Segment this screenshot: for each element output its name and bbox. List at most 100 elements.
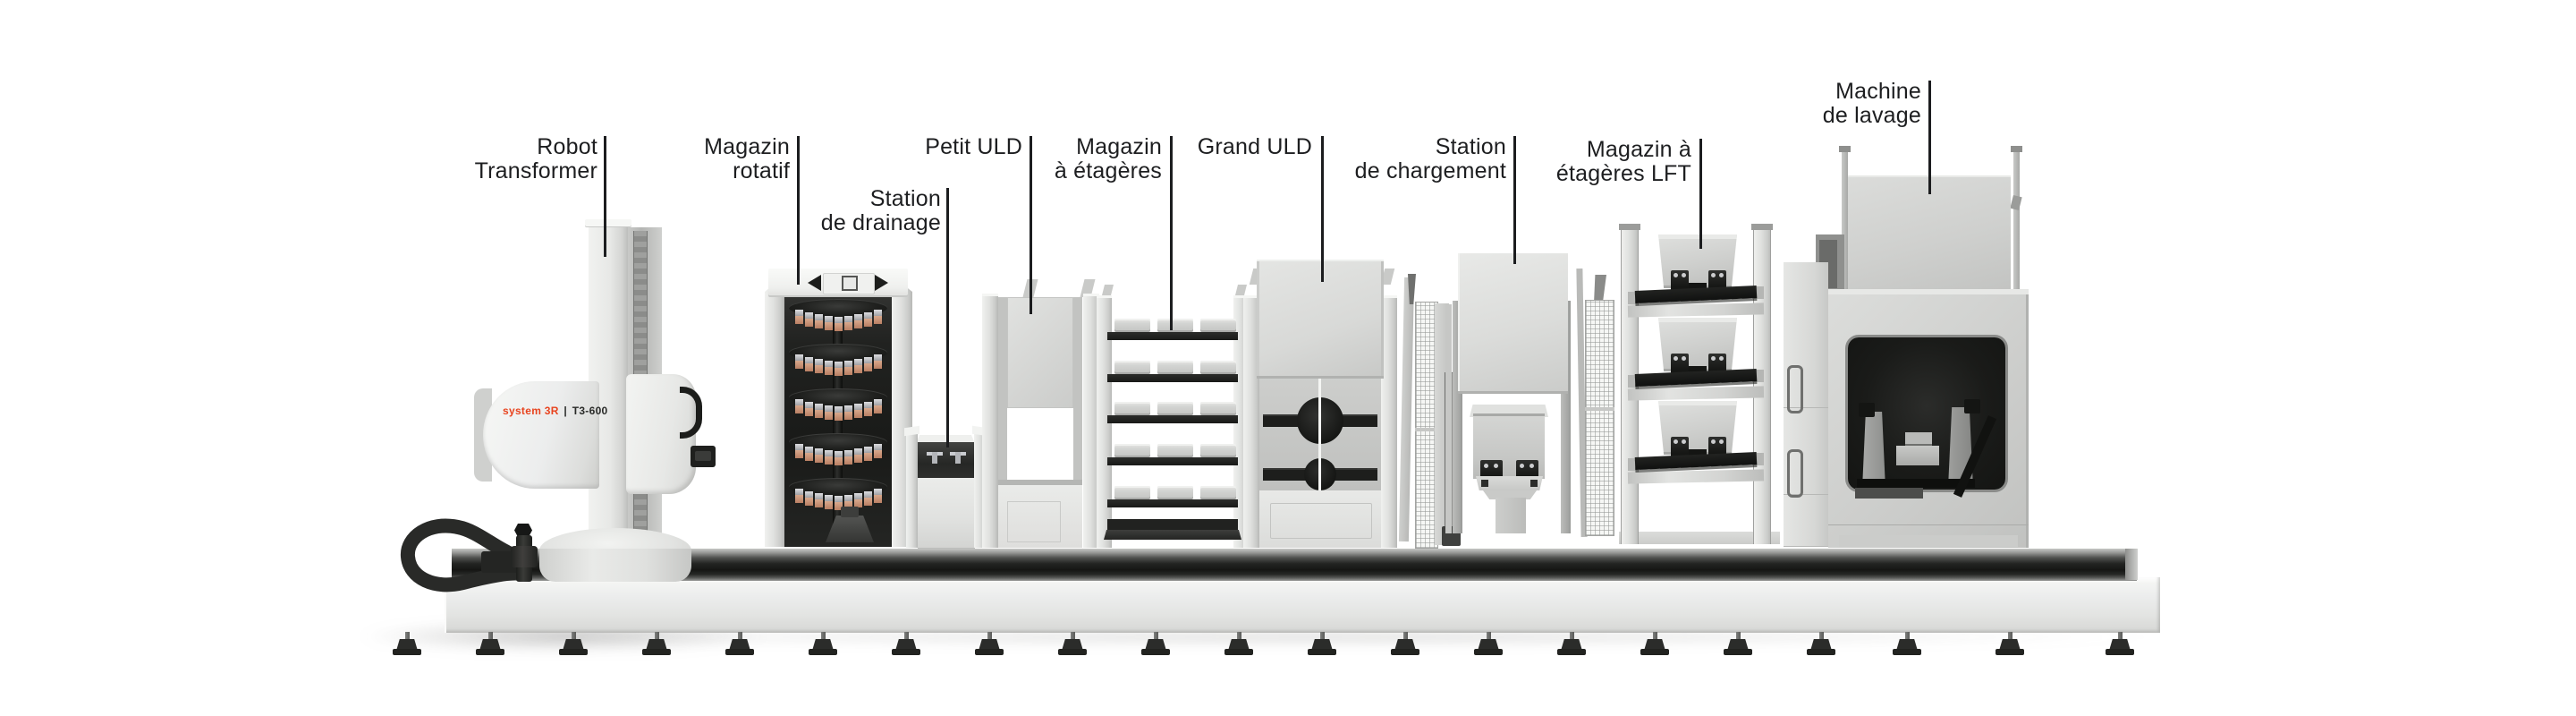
electrode-holder [804,312,813,327]
label-magazin-etageres: Magazin à étagères [1054,134,1162,183]
petit-uld-lower-inset [1007,501,1061,542]
lft-plate-bracket [1628,292,1637,304]
electrode-holder [824,495,833,509]
label-station-drainage: Station de drainage [820,186,941,235]
rotatif-disc [789,299,887,317]
electrode-holder [843,361,852,375]
drainage-fitting-stem [932,452,937,464]
rotatif-center-switch [842,276,858,291]
grand-uld-post-right [1381,295,1397,548]
lavage-fixture-bracket [1862,412,1885,489]
leveling-foot-stem [1653,632,1657,643]
electrode-holder [834,496,843,510]
leveling-foot-pad [1996,649,2024,655]
electrode-holder [834,362,843,376]
electrode-holder [863,357,872,371]
electrode-holder [814,493,823,507]
leveling-foot-pad [1474,649,1503,655]
leveling-foot-stem [655,632,659,643]
drainage-front [918,478,975,548]
robot-logo-separator: | [564,405,568,417]
robot-arm [483,381,599,489]
etageres-tray [1114,319,1150,332]
robot-logo-brand: system 3R [503,405,559,417]
grand-uld-post-left [1243,295,1259,548]
etageres-tray [1200,486,1236,499]
leveling-foot-pad [1640,649,1669,655]
electrode-holder [794,354,803,369]
rotatif-disc [789,388,887,406]
leveling-foot-pad [1557,649,1586,655]
electrode-holder [824,405,833,420]
lavage-side-cabinet [1784,262,1828,547]
etageres-shelf [1107,374,1238,382]
lft-support-beam [1627,469,1765,484]
leveling-foot [1394,639,1416,651]
lft-clamp [1671,354,1689,377]
lavage-lid-post-cap [2011,146,2022,152]
etageres-tray [1157,486,1193,499]
linear-rail [452,548,2137,581]
electrode-holder [794,310,803,324]
leveling-foot-pad [393,649,421,655]
robot-hook [680,387,702,439]
electrode-holder [863,402,872,416]
robot-column-cap [585,219,631,226]
etageres-tray [1157,444,1193,457]
electrode-holder [873,399,882,413]
leveling-foot-stem [1570,632,1574,643]
lavage-lid-post [2013,150,2020,295]
etageres-tray [1157,402,1193,415]
leveling-foot-pad [1807,649,1835,655]
callout-line-magazin-rotatif [797,136,800,285]
etageres-tray [1200,361,1236,374]
leveling-foot-pad [2106,649,2134,655]
electrode-holder [843,450,852,465]
chargement-pedestal [1496,498,1526,533]
electrode-holder [853,448,862,463]
etageres-shelf [1107,415,1238,423]
leveling-foot [1561,639,1582,651]
fence-post [1398,277,1415,542]
electrode-holder [843,495,852,509]
chargement-post-right [1561,301,1571,533]
lft-base [1619,532,1780,544]
lavage-lid-panel [1848,175,2011,294]
chargement-base-plate [1476,476,1543,490]
leveling-foot [1311,639,1333,651]
electrode-holder [824,450,833,465]
drainage-wall-left [906,431,918,548]
lavage-fixture-bar [1857,479,1975,488]
callout-line-magazin-etageres [1170,136,1173,330]
chargement-pedestal-flare [1483,490,1537,499]
callout-line-machine-lavage [1928,81,1931,194]
rotatif-base-knob [841,507,859,517]
leveling-foot-stem [1736,632,1741,643]
etageres-tray [1200,402,1236,415]
leveling-foot-stem [1819,632,1824,643]
lft-shelf-plate [1634,452,1758,470]
grand-uld-lower-inset [1270,503,1372,539]
electrode-holder [834,406,843,421]
leveling-foot-pad [559,649,588,655]
rotatif-electrode-row [791,489,886,510]
petit-uld-rail [1073,297,1082,519]
chargement-bolt [1530,480,1538,487]
petit-uld-rail [998,297,1007,519]
lavage-base-strip [1839,535,2018,547]
electrode-holder [843,316,852,330]
leveling-foot-stem [821,632,826,643]
electrode-holder [863,312,872,327]
chargement-rail-left [1445,304,1452,533]
leveling-foot [812,639,834,651]
rotatif-pillar-left [765,276,784,547]
petit-uld-sill [998,480,1082,485]
electrode-holder [794,399,803,413]
lft-support-beam [1627,386,1765,401]
label-machine-lavage: Machine de lavage [1822,79,1921,128]
leveling-foot-stem [738,632,742,643]
leveling-foot-stem [904,632,909,643]
label-petit-uld: Petit ULD [925,134,1022,159]
etageres-tray [1200,444,1236,457]
leveling-foot-stem [1154,632,1158,643]
